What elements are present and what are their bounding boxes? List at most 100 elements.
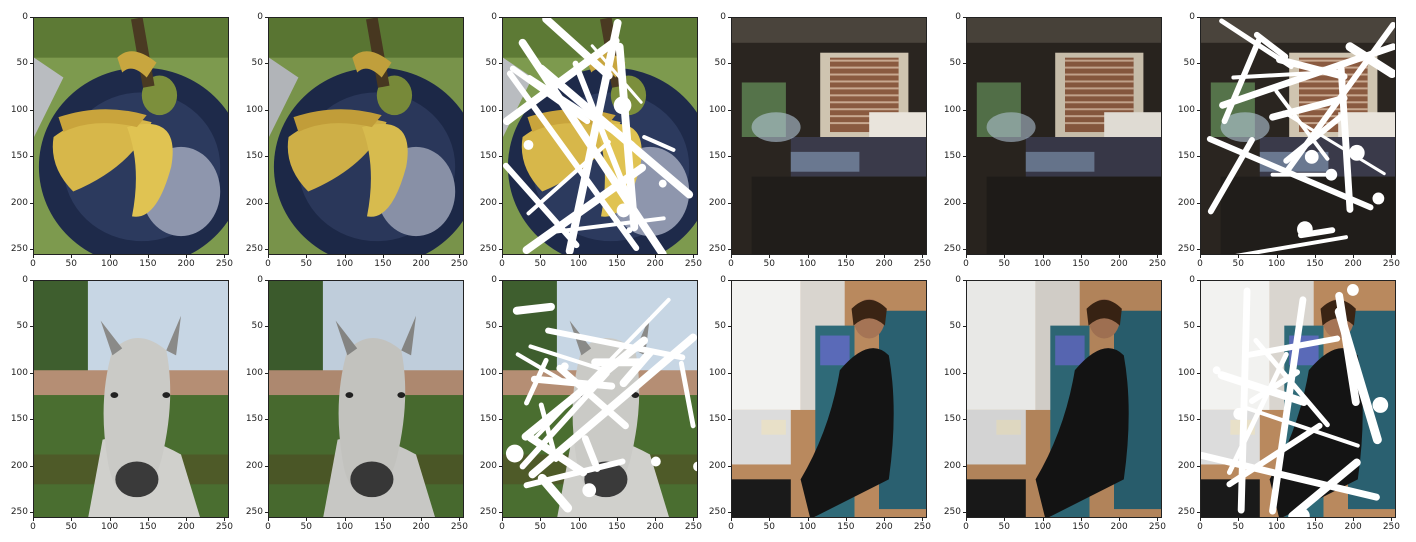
y-tick-mark [1197,63,1200,65]
image-area [268,280,464,518]
y-tick-mark [30,156,33,158]
y-tick-label: 200 [479,197,497,208]
x-tick-mark [655,518,657,521]
x-tick-mark [1200,255,1201,258]
y-tick-mark [30,512,33,514]
x-tick-mark [616,518,618,521]
y-tick-mark [265,156,268,158]
y-tick-mark [1197,202,1200,204]
x-tick-label: 150 [374,259,392,269]
x-tick-mark [147,518,149,521]
y-tick-label: 200 [708,197,726,208]
y-tick-mark [1197,249,1200,251]
living-room-photo [967,18,1161,254]
y-tick-label: 0 [22,12,28,22]
x-tick-mark [344,518,346,521]
image-panel-living-room-reconstructed [966,17,1162,255]
x-tick-label: 150 [139,522,157,532]
x-tick-label: 0 [1197,259,1203,269]
x-tick-mark [421,255,423,258]
x-tick-label: 50 [998,522,1010,532]
x-tick-label: 150 [608,522,626,532]
x-tick-label: 250 [215,522,233,532]
y-tick-label: 0 [22,275,28,285]
y-tick-mark [30,202,33,204]
x-tick-mark [421,518,423,521]
x-tick-label: 100 [569,259,588,269]
horse-photo [503,281,697,517]
x-tick-label: 0 [30,522,36,532]
y-tick-label: 150 [1177,151,1195,162]
y-tick-mark [265,512,268,514]
x-tick-mark [109,255,111,258]
x-tick-label: 200 [646,259,664,269]
y-tick-mark [963,63,966,65]
x-tick-mark [1119,255,1121,258]
y-tick-mark [728,109,731,111]
y-tick-mark [728,280,731,281]
image-panel-train-passenger-original [731,280,927,518]
image-panel-train-passenger-masked [1200,280,1396,518]
y-tick-label: 200 [943,460,961,471]
x-tick-mark [922,255,924,258]
x-tick-mark [459,255,461,258]
x-tick-label: 0 [728,259,734,269]
x-tick-label: 250 [684,259,702,269]
y-tick-mark [963,326,966,328]
x-tick-mark [616,255,618,258]
y-tick-label: 100 [943,104,961,115]
x-tick-mark [1276,255,1278,258]
image-panel-bananas-masked [502,17,698,255]
image-area [731,280,927,518]
y-tick-mark [265,280,268,281]
y-tick-label: 250 [1177,244,1195,255]
x-tick-mark [1080,255,1082,258]
y-tick-label: 200 [479,460,497,471]
y-tick-mark [963,512,966,514]
x-tick-label: 50 [998,259,1010,269]
y-tick-mark [265,109,268,111]
image-area [1200,17,1396,255]
x-tick-mark [1004,255,1006,258]
x-tick-mark [1314,518,1316,521]
x-tick-mark [1353,518,1355,521]
x-tick-label: 0 [265,522,271,532]
x-tick-label: 200 [875,259,893,269]
y-tick-mark [499,465,502,467]
y-tick-label: 150 [10,151,28,162]
x-tick-label: 250 [913,259,931,269]
x-tick-mark [344,255,346,258]
x-tick-mark [502,255,503,258]
x-tick-mark [1004,518,1006,521]
y-tick-label: 150 [708,151,726,162]
y-tick-mark [499,249,502,251]
y-tick-mark [265,326,268,328]
y-tick-mark [728,249,731,251]
x-tick-label: 250 [450,522,468,532]
y-tick-mark [499,419,502,421]
x-tick-mark [1238,518,1240,521]
y-tick-label: 0 [257,275,263,285]
x-tick-mark [186,518,188,521]
x-tick-mark [693,518,695,521]
x-tick-mark [33,255,34,258]
y-tick-mark [1197,372,1200,374]
x-tick-label: 150 [608,259,626,269]
y-tick-label: 100 [479,367,497,378]
x-tick-mark [459,518,461,521]
y-tick-label: 50 [1183,58,1195,69]
x-tick-mark [1353,255,1355,258]
x-tick-mark [1200,518,1201,521]
y-tick-mark [499,512,502,514]
x-tick-label: 200 [1110,522,1128,532]
image-panel-horse-masked [502,280,698,518]
x-tick-mark [540,518,542,521]
y-tick-mark [963,280,966,281]
image-area [33,280,229,518]
y-tick-mark [30,419,33,421]
horse-photo [34,281,228,517]
x-tick-mark [807,255,809,258]
x-tick-mark [578,255,580,258]
y-tick-label: 100 [10,367,28,378]
y-tick-label: 200 [245,197,263,208]
